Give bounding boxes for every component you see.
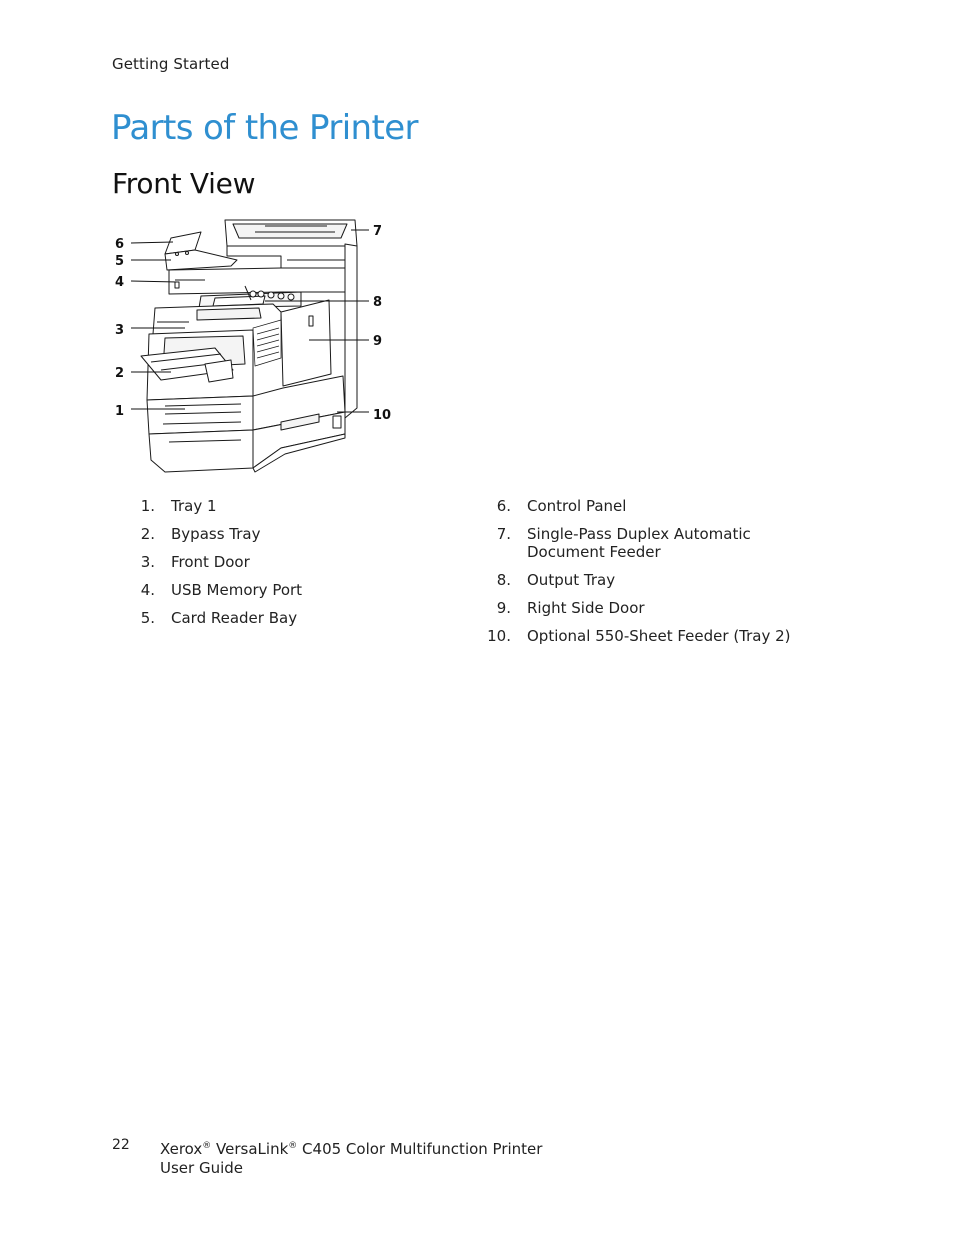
- printer-illustration: 6 5 4 3 2 1 7 8 9 10: [115, 219, 391, 473]
- lower-cabinet-front: [148, 429, 254, 473]
- list-item: 10. Optional 550-Sheet Feeder (Tray 2): [486, 627, 846, 645]
- list-item-number: 4.: [140, 581, 155, 599]
- footer-doc-title: Xerox® VersaLink® C405 Color Multifuncti…: [160, 1137, 542, 1178]
- callout-5: 5: [115, 254, 124, 269]
- document-feeder-tray: [232, 223, 348, 239]
- footer-model: C405 Color Multifunction Printer: [302, 1140, 543, 1158]
- list-item-label: Single-Pass Duplex Automatic Document Fe…: [527, 525, 751, 561]
- callout-10: 10: [373, 408, 391, 423]
- callout-4: 4: [115, 275, 124, 290]
- scanner-body: [226, 245, 358, 269]
- list-item-number: 5.: [140, 609, 155, 627]
- list-item-number: 7.: [496, 525, 511, 543]
- callout-2: 2: [115, 366, 124, 381]
- list-item-label: Control Panel: [527, 497, 627, 515]
- list-item-number: 9.: [496, 599, 511, 617]
- base: [252, 433, 346, 473]
- right-side-frame: [344, 243, 358, 419]
- parts-list-right: 6. Control Panel 7. Single-Pass Duplex A…: [486, 497, 846, 655]
- page-title: Parts of the Printer: [111, 108, 419, 148]
- list-item-label: Bypass Tray: [171, 525, 261, 543]
- section-title: Front View: [112, 167, 256, 200]
- right-side-door: [280, 299, 332, 387]
- parts-list-left: 1. Tray 1 2. Bypass Tray 3. Front Door 4…: [130, 497, 450, 637]
- list-item: 2. Bypass Tray: [130, 525, 450, 543]
- list-item-number: 3.: [140, 553, 155, 571]
- list-item-label: Front Door: [171, 553, 250, 571]
- callout-9: 9: [373, 334, 382, 349]
- footer-product: VersaLink: [216, 1140, 289, 1158]
- tray-1: [146, 395, 254, 435]
- footer-page-number: 22: [112, 1137, 130, 1153]
- callout-1: 1: [115, 404, 124, 419]
- list-item-label: Card Reader Bay: [171, 609, 298, 627]
- list-item: 8. Output Tray: [486, 571, 846, 589]
- list-item-number: 10.: [487, 627, 511, 645]
- list-item: 6. Control Panel: [486, 497, 846, 515]
- footer-product-line: Xerox® VersaLink® C405 Color Multifuncti…: [160, 1137, 542, 1159]
- side-vent: [252, 319, 282, 367]
- callout-7: 7: [373, 224, 382, 239]
- list-item: 9. Right Side Door: [486, 599, 846, 617]
- list-item: 3. Front Door: [130, 553, 450, 571]
- printer-front-view-figure: 6 5 4 3 2 1 7 8 9 10: [105, 208, 405, 478]
- list-item-label: Tray 1: [171, 497, 217, 515]
- footer-brand: Xerox: [160, 1140, 203, 1158]
- list-item-number: 6.: [496, 497, 511, 515]
- callout-3: 3: [115, 323, 124, 338]
- callout-8: 8: [373, 295, 382, 310]
- callout-6: 6: [115, 237, 124, 252]
- list-item-label: Right Side Door: [527, 599, 645, 617]
- list-item: 7. Single-Pass Duplex Automatic Document…: [486, 525, 846, 561]
- registered-mark: ®: [202, 1141, 212, 1151]
- registered-mark: ®: [288, 1141, 298, 1151]
- list-item: 1. Tray 1: [130, 497, 450, 515]
- list-item-label: Optional 550-Sheet Feeder (Tray 2): [527, 627, 791, 645]
- control-panel-base: [164, 249, 238, 271]
- list-item: 4. USB Memory Port: [130, 581, 450, 599]
- upper-body: [168, 267, 346, 295]
- list-item-number: 2.: [140, 525, 155, 543]
- list-item-number: 1.: [140, 497, 155, 515]
- list-item-label: USB Memory Port: [171, 581, 303, 599]
- running-header: Getting Started: [112, 55, 230, 73]
- list-item: 5. Card Reader Bay: [130, 609, 450, 627]
- list-item-number: 8.: [496, 571, 511, 589]
- list-item-label: Output Tray: [527, 571, 616, 589]
- footer-doc-type: User Guide: [160, 1159, 244, 1177]
